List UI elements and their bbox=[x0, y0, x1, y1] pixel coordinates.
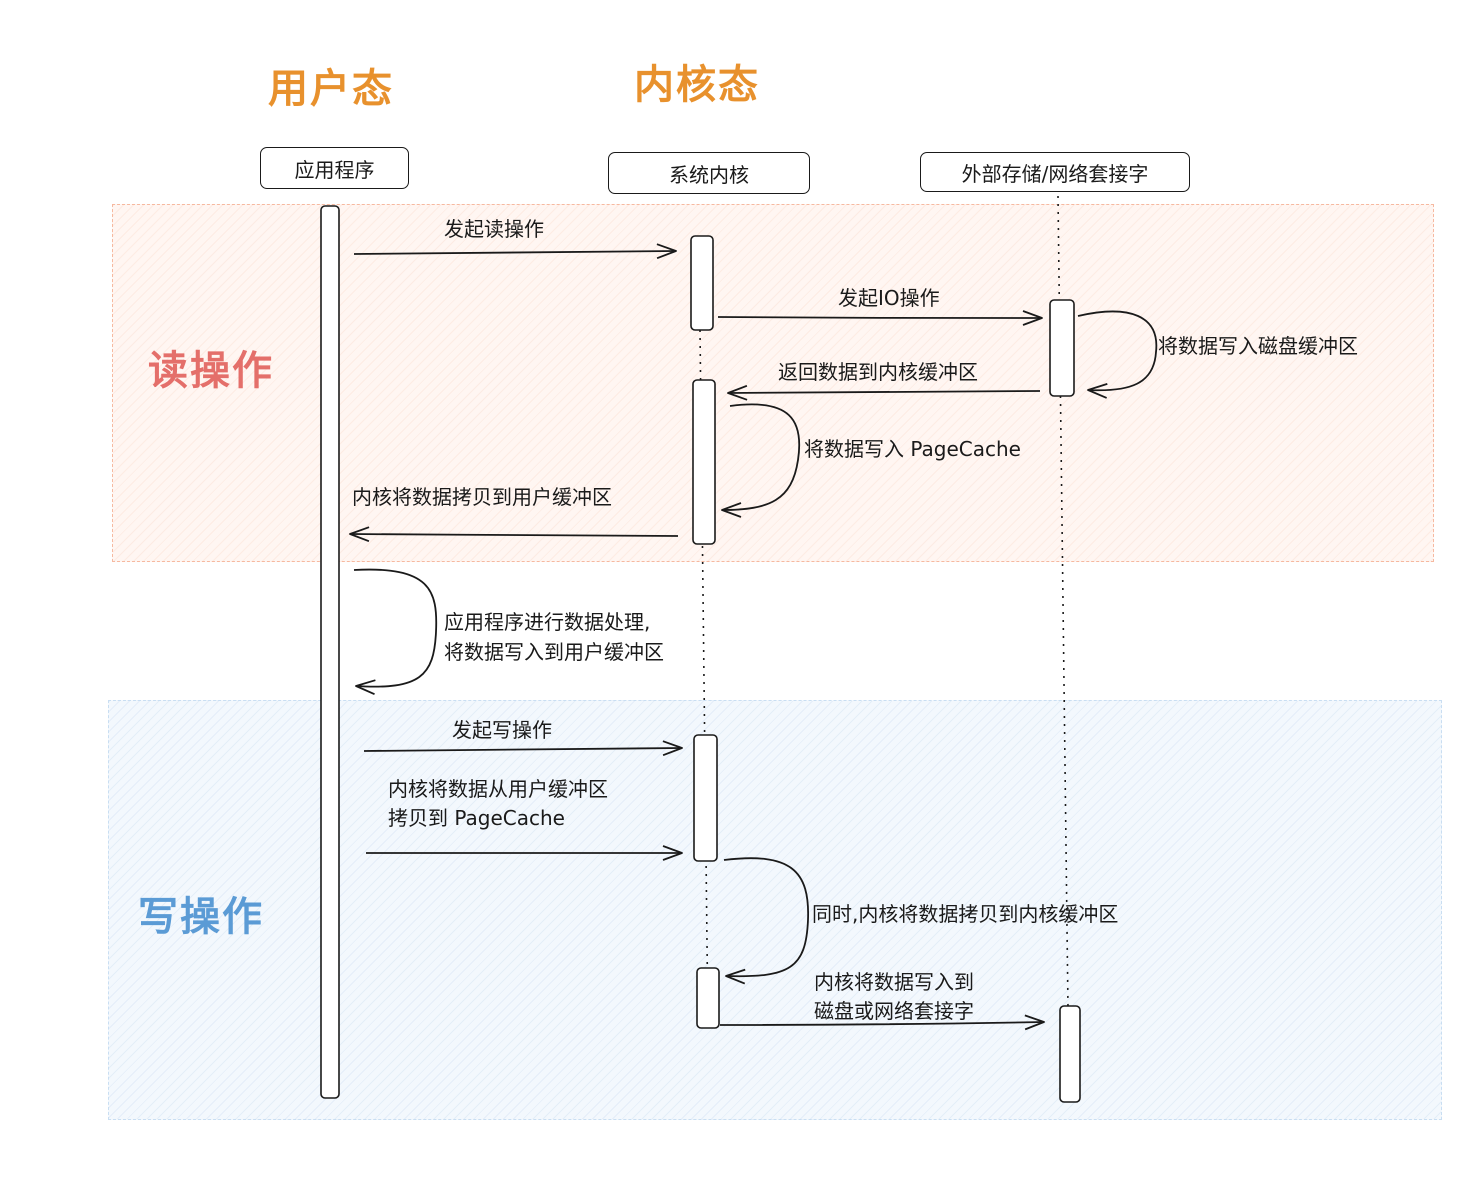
kernel-mode-title: 内核态 bbox=[634, 62, 760, 108]
label-initiate-read: 发起读操作 bbox=[444, 217, 544, 241]
label-write-disk-buffer: 将数据写入磁盘缓冲区 bbox=[1158, 334, 1358, 358]
arrow-copy-kernel-buffer bbox=[723, 857, 809, 985]
external-activation-bar-1 bbox=[1049, 299, 1075, 397]
arrow-return-kernel-buffer bbox=[727, 384, 1041, 401]
arrow-initiate-io bbox=[717, 310, 1043, 326]
label-copy-kernel-buffer: 同时,内核将数据拷贝到内核缓冲区 bbox=[812, 902, 1119, 926]
read-operation-label: 读操作 bbox=[148, 348, 274, 394]
app-activation-bar bbox=[320, 205, 340, 1099]
label-return-kernel-buffer: 返回数据到内核缓冲区 bbox=[778, 360, 978, 384]
label-write-disk-line1: 内核将数据写入到 bbox=[814, 970, 974, 994]
label-copy-from-user-line1: 内核将数据从用户缓冲区 bbox=[388, 777, 608, 801]
actor-kernel-label: 系统内核 bbox=[669, 162, 749, 187]
label-copy-user-buffer: 内核将数据拷贝到用户缓冲区 bbox=[352, 485, 612, 509]
arrow-copy-user-buffer bbox=[349, 526, 679, 543]
label-initiate-io: 发起IO操作 bbox=[838, 286, 940, 310]
label-copy-from-user-line2: 拷贝到 PageCache bbox=[388, 806, 565, 830]
actor-external-label: 外部存储/网络套接字 bbox=[961, 161, 1149, 186]
label-app-process-line2: 将数据写入到用户缓冲区 bbox=[444, 640, 664, 664]
kernel-activation-bar-1 bbox=[690, 235, 714, 331]
arrow-initiate-read bbox=[353, 243, 677, 260]
arrow-write-disk-socket bbox=[719, 1014, 1045, 1031]
kernel-activation-bar-3 bbox=[693, 734, 718, 862]
label-initiate-write: 发起写操作 bbox=[452, 718, 552, 742]
kernel-activation-bar-2 bbox=[692, 379, 716, 545]
kernel-activation-bar-4 bbox=[696, 967, 720, 1029]
user-mode-title: 用户态 bbox=[268, 66, 394, 112]
label-write-pagecache: 将数据写入 PageCache bbox=[804, 437, 1021, 461]
arrow-write-pagecache bbox=[721, 403, 801, 518]
actor-external: 外部存储/网络套接字 bbox=[920, 152, 1190, 192]
actor-app-label: 应用程序 bbox=[294, 157, 375, 182]
label-app-process-line1: 应用程序进行数据处理, bbox=[444, 610, 651, 634]
external-activation-bar-2 bbox=[1059, 1005, 1081, 1103]
arrow-write-disk-buffer bbox=[1077, 310, 1158, 399]
write-operation-label: 写操作 bbox=[138, 894, 264, 940]
label-write-disk-line2: 磁盘或网络套接字 bbox=[814, 999, 974, 1023]
arrow-initiate-write bbox=[363, 740, 683, 757]
actor-kernel: 系统内核 bbox=[608, 152, 810, 194]
actor-app: 应用程序 bbox=[260, 147, 409, 189]
arrow-app-process bbox=[353, 568, 438, 695]
